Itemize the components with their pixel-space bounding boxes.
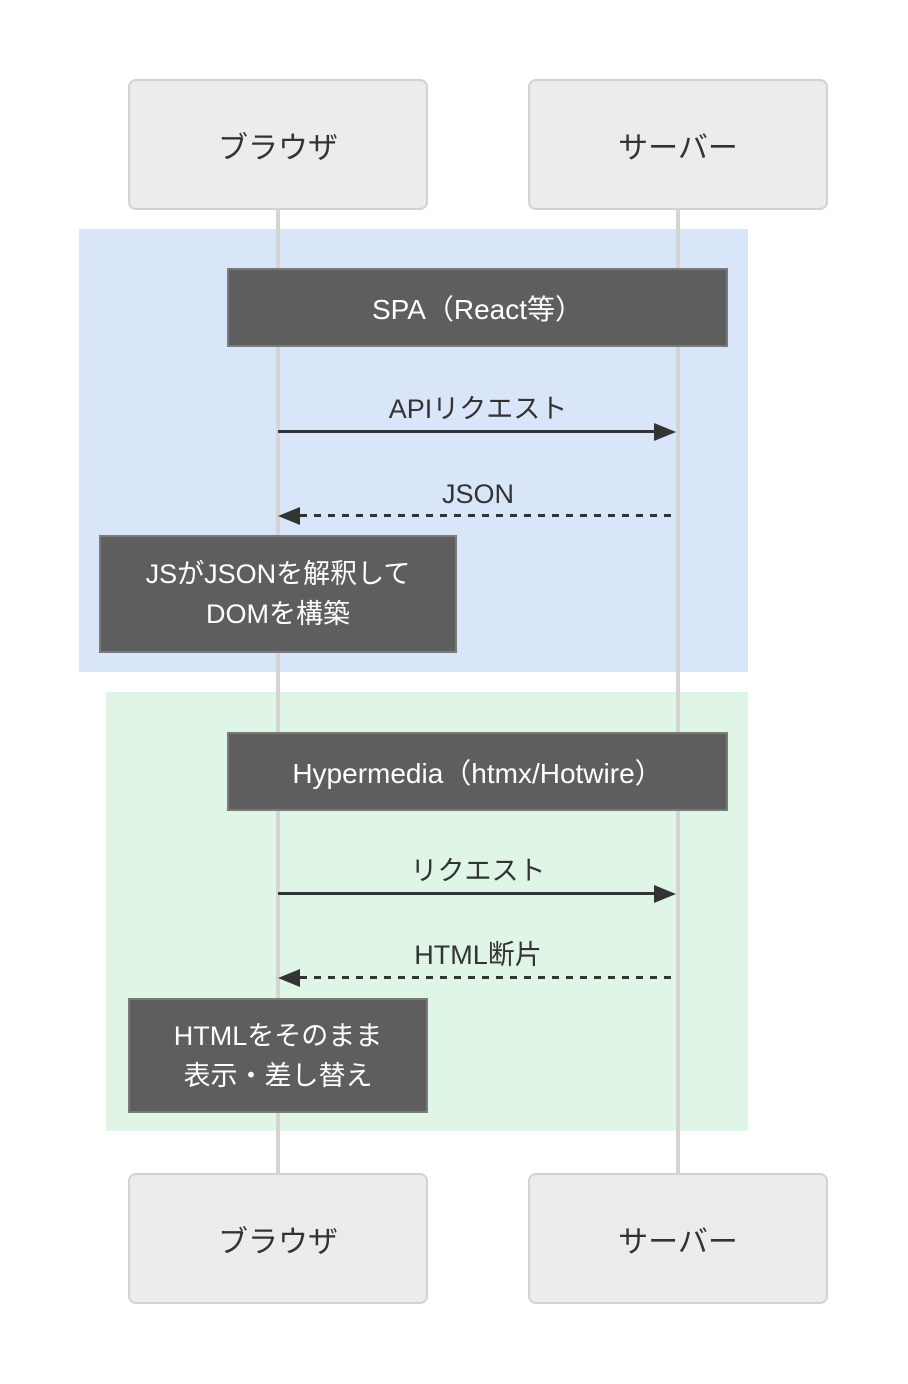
hypermedia-section-title: Hypermedia（htmx/Hotwire）	[292, 757, 663, 789]
spa-note: JSがJSONを解釈して DOMを構築	[99, 535, 457, 653]
hypermedia-note: HTMLをそのまま 表示・差し替え	[128, 998, 428, 1113]
hypermedia-section-header: Hypermedia（htmx/Hotwire）	[227, 732, 728, 811]
json-response-arrowhead-icon	[278, 507, 300, 525]
request-label: リクエスト	[410, 856, 546, 886]
spa-section-header: SPA（React等）	[227, 268, 728, 347]
html-fragment-arrowhead-icon	[278, 969, 300, 987]
html-fragment-label: HTML断片	[414, 940, 542, 970]
api-request-arrow-line	[278, 430, 656, 433]
request-arrow-line	[278, 892, 656, 895]
actor-browser-bottom: ブラウザ	[128, 1173, 428, 1304]
actor-browser-top-label: ブラウザ	[218, 131, 338, 165]
api-request-arrowhead-icon	[654, 423, 676, 441]
server-lifeline	[676, 210, 680, 1173]
actor-server-top-label: サーバー	[618, 131, 738, 165]
html-fragment-arrow-line	[300, 976, 678, 979]
actor-server-bottom-label: サーバー	[618, 1225, 738, 1259]
browser-lifeline	[276, 210, 280, 1173]
json-response-label: JSON	[441, 479, 514, 509]
json-response-arrow-line	[300, 514, 678, 517]
spa-note-line-2: DOMを構築	[206, 599, 350, 629]
actor-browser-top: ブラウザ	[128, 79, 428, 210]
spa-section-title: SPA（React等）	[371, 293, 584, 325]
hypermedia-note-line-2: 表示・差し替え	[183, 1060, 373, 1091]
actor-server-bottom: サーバー	[528, 1173, 828, 1304]
api-request-label: APIリクエスト	[388, 394, 568, 424]
actor-browser-bottom-label: ブラウザ	[218, 1225, 338, 1259]
actor-server-top: サーバー	[528, 79, 828, 210]
hypermedia-note-line-1: HTMLをそのまま	[173, 1020, 383, 1051]
request-arrowhead-icon	[654, 885, 676, 903]
spa-note-line-1: JSがJSONを解釈して	[145, 559, 411, 589]
